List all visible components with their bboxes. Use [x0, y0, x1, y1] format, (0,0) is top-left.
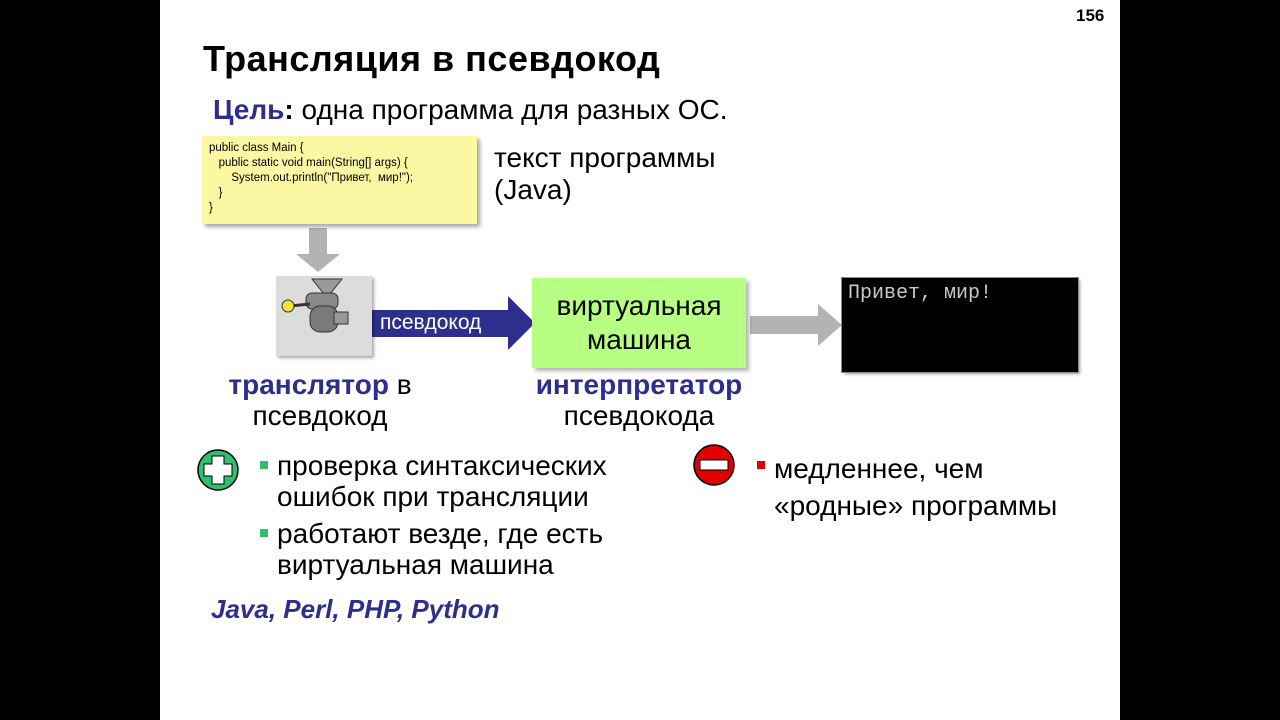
goal-text: одна программа для разных ОС. [293, 94, 728, 125]
con-item-line2: «родные» программы [774, 490, 1058, 521]
source-label-line1: текст программы [494, 142, 716, 173]
code-line: } [209, 202, 213, 214]
code-line: System.out.println("Привет, мир!"); [209, 172, 414, 184]
vm-line1: виртуальная [556, 290, 722, 321]
pro-item: работают везде, где есть виртуальная маш… [260, 518, 604, 580]
interpreter-caption-line2: псевдокода [563, 400, 715, 431]
slide-title: Трансляция в псевдокод [203, 38, 661, 79]
translator-caption-line2: псевдокод [252, 400, 388, 431]
interpreter-caption: интерпретатор псевдокода [514, 369, 764, 431]
pro-item-line2: виртуальная машина [277, 549, 554, 580]
slide: 156 Трансляция в псевдокод Цель: одна пр… [160, 0, 1120, 720]
source-label: текст программы (Java) [494, 142, 716, 206]
con-item: медленнее, чем «родные» программы [757, 450, 1058, 524]
down-arrow [296, 228, 340, 272]
terminal-text: Привет, мир! [848, 282, 993, 305]
code-line: } [209, 187, 223, 199]
translator-box [276, 276, 372, 356]
bullet-square [260, 529, 268, 537]
java-code-box: public class Main { public static void m… [202, 136, 477, 224]
pro-item-line1: проверка синтаксических [277, 450, 607, 481]
source-label-line2: (Java) [494, 174, 572, 205]
goal-colon: : [284, 94, 294, 125]
code-line: public class Main { [209, 142, 304, 154]
output-arrow [750, 304, 842, 346]
pro-item: проверка синтаксических ошибок при транс… [260, 450, 607, 512]
translator-caption-rest: в [388, 369, 412, 400]
translator-caption: транслятор в псевдокод [200, 369, 440, 431]
minus-circle-icon [693, 444, 735, 486]
interpreter-keyword: интерпретатор [535, 369, 743, 400]
page-number: 156 [1076, 6, 1105, 25]
con-item-line1: медленнее, чем [774, 453, 984, 484]
vm-line2: машина [587, 324, 691, 355]
bullet-square [757, 461, 765, 469]
pro-item-line1: работают везде, где есть [277, 518, 604, 549]
pseudocode-arrow [350, 296, 535, 350]
terminal-output: Привет, мир! [842, 278, 1078, 372]
pseudocode-arrow-label: псевдокод [380, 311, 482, 334]
bullet-square [260, 461, 268, 469]
goal-line: Цель: одна программа для разных ОС. [213, 94, 728, 126]
virtual-machine-box: виртуальная машина [532, 278, 746, 368]
goal-label: Цель [213, 94, 285, 125]
pro-item-line2: ошибок при трансляции [277, 481, 589, 512]
meat-grinder-icon [281, 278, 349, 333]
plus-circle-icon [197, 449, 239, 491]
arrows [197, 228, 842, 491]
code-line: public static void main(String[] args) { [209, 157, 408, 169]
translator-keyword: транслятор [228, 369, 389, 400]
languages-list: Java, Perl, PHP, Python [211, 594, 500, 624]
